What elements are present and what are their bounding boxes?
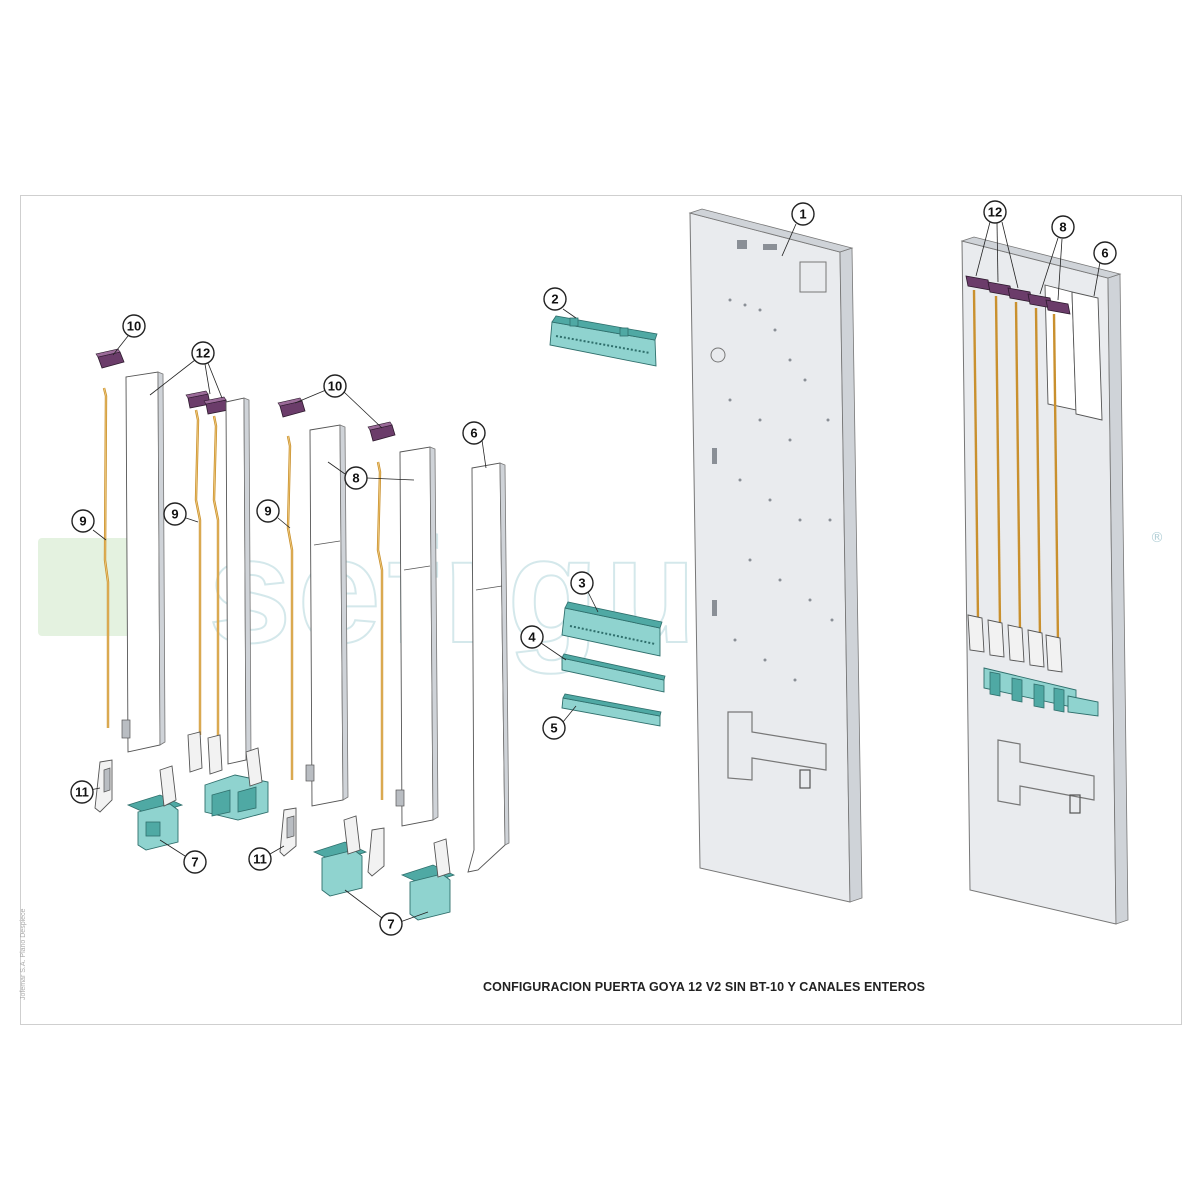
lock-block-part-7-center-a [312,815,368,897]
svg-text:2: 2 [551,292,558,307]
latch-part-10-b [367,421,396,442]
assembled-rods [972,289,1060,645]
center-exploded-group: 10 8 9 6 11 7 [248,374,510,936]
callout-8-right: 8 [1039,215,1075,301]
callout-12-left: 12 [149,341,223,399]
svg-text:11: 11 [75,785,89,800]
bracket-part-5 [561,693,662,727]
svg-text:7: 7 [191,855,198,870]
callout-2: 2 [543,287,577,319]
bracket-center-b [367,827,385,877]
svg-text:9: 9 [264,504,271,519]
channel-strip-part-8-a [305,424,349,807]
callout-9-center: 9 [256,499,291,529]
callout-7-center: 7 [344,889,429,936]
bracket-part-4 [561,653,666,693]
lock-block-part-7-center-b [400,838,456,921]
small-parts-group: 2 3 4 5 [520,287,666,740]
side-caption: Jofemar S.A. Plano Despiece [20,908,27,1000]
bracket-part-3 [561,601,663,657]
lock-block-pair-part-7 [204,747,269,821]
svg-text:6: 6 [1101,246,1108,261]
callout-10-center: 10 [294,374,383,429]
callout-11-left: 11 [70,780,101,804]
callout-5: 5 [542,705,577,740]
svg-text:8: 8 [352,471,359,486]
rod-part-8-rod [376,461,384,800]
latch-part-10 [95,348,125,369]
svg-text:10: 10 [328,379,342,394]
bracket-part-2 [549,315,658,367]
svg-text:10: 10 [127,319,141,334]
svg-text:9: 9 [171,507,178,522]
svg-text:4: 4 [528,630,536,645]
left-exploded-group: 10 12 9 9 11 7 [70,314,269,874]
svg-text:6: 6 [470,426,477,441]
callout-3: 3 [570,571,599,613]
channel-strip-pair [225,397,252,765]
latch-part-10-a [277,397,306,418]
svg-text:8: 8 [1059,220,1066,235]
drawing-title: CONFIGURACION PUERTA GOYA 12 V2 SIN BT-1… [483,980,926,994]
rod-part-9-center [286,435,294,780]
callout-8-center: 8 [327,461,415,490]
svg-text:11: 11 [253,852,267,867]
svg-text:12: 12 [988,205,1002,220]
channel-strip-part-6 [467,462,510,873]
latch-pair-part-12 [185,390,229,415]
assembled-lock-blocks [967,614,1099,717]
bracket-pair [187,731,223,775]
callout-6-center: 6 [462,421,487,469]
rod-part-9-pair [194,409,220,740]
svg-text:7: 7 [387,917,394,932]
lock-block-part-7 [126,765,184,851]
callout-10-left: 10 [112,314,146,356]
door-panel-part-1: 1 [688,202,863,903]
callout-1: 1 [781,202,815,257]
callout-6-right: 6 [1093,241,1117,297]
channel-strip-part-8-b [395,446,439,827]
callout-4: 4 [520,625,567,661]
assembled-door: 12 8 6 [960,200,1129,925]
svg-text:9: 9 [79,514,86,529]
bracket-part-11 [94,759,113,813]
svg-text:5: 5 [550,721,557,736]
callout-12-right: 12 [975,200,1019,289]
callout-11-center: 11 [248,845,285,871]
rod-part-9 [102,387,110,728]
bracket-part-11-center [279,807,297,857]
svg-text:1: 1 [799,207,806,222]
callout-9-left: 9 [71,509,107,541]
svg-text:3: 3 [578,576,585,591]
callout-9-middle: 9 [163,502,199,526]
callout-7-left: 7 [159,839,207,874]
assembled-latches [965,275,1071,315]
svg-text:12: 12 [196,346,210,361]
channel-strip-part-12 [121,371,166,753]
